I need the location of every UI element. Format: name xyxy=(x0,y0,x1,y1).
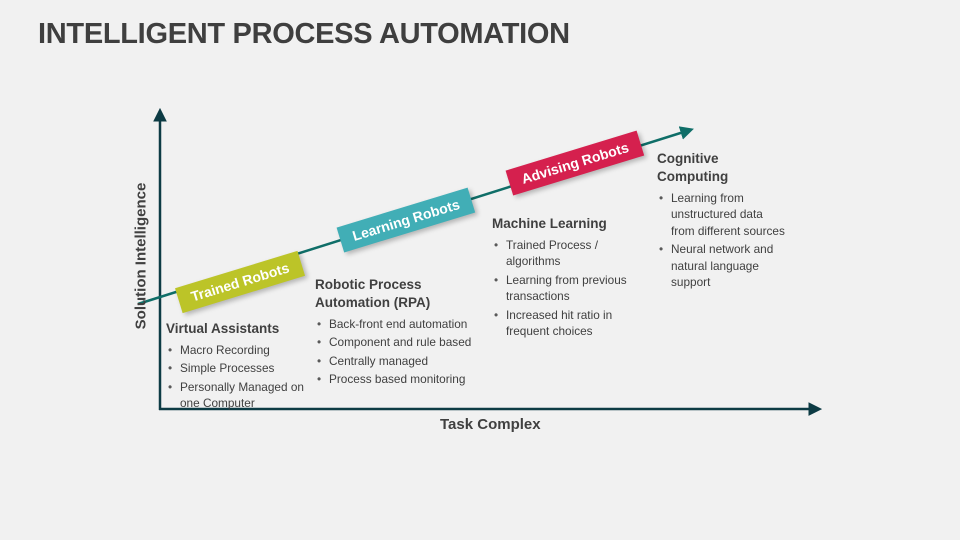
stage-bullet-list: Trained Process / algorithms Learning fr… xyxy=(492,237,638,340)
bullet-item: Macro Recording xyxy=(166,342,320,359)
stage-bullet-list: Back-front end automation Component and … xyxy=(315,316,497,388)
bullet-item: Increased hit ratio in frequent choices xyxy=(492,307,638,340)
x-axis-label: Task Complex xyxy=(440,416,541,433)
bullet-item: Process based monitoring xyxy=(315,371,497,388)
page-title: INTELLIGENT PROCESS AUTOMATION xyxy=(38,18,570,50)
stage-bullet-list: Macro Recording Simple Processes Persona… xyxy=(166,342,320,412)
bullet-item: Trained Process / algorithms xyxy=(492,237,638,270)
bullet-item: Simple Processes xyxy=(166,360,320,377)
stage-heading: Robotic Process Automation (RPA) xyxy=(315,277,431,310)
bullet-item: Back-front end automation xyxy=(315,316,497,333)
bullet-item: Personally Managed on one Computer xyxy=(166,379,320,412)
stage-cognitive-computing: Cognitive Computing Learning from unstru… xyxy=(657,150,785,293)
bullet-item: Centrally managed xyxy=(315,353,497,370)
bullet-item: Learning from unstructured data from dif… xyxy=(657,190,785,240)
stage-heading: Cognitive Computing xyxy=(657,151,729,184)
stage-virtual-assistants: Virtual Assistants Macro Recording Simpl… xyxy=(166,320,320,414)
stage-heading: Machine Learning xyxy=(492,216,607,231)
y-axis-label: Solution Intelligence xyxy=(132,182,150,330)
bullet-item: Learning from previous transactions xyxy=(492,272,638,305)
stage-machine-learning: Machine Learning Trained Process / algor… xyxy=(492,215,638,342)
bullet-item: Component and rule based xyxy=(315,334,497,351)
stage-heading: Virtual Assistants xyxy=(166,321,280,336)
bullet-item: Neural network and natural language supp… xyxy=(657,241,785,291)
stage-bullet-list: Learning from unstructured data from dif… xyxy=(657,190,785,291)
stage-rpa: Robotic Process Automation (RPA) Back-fr… xyxy=(315,276,497,390)
